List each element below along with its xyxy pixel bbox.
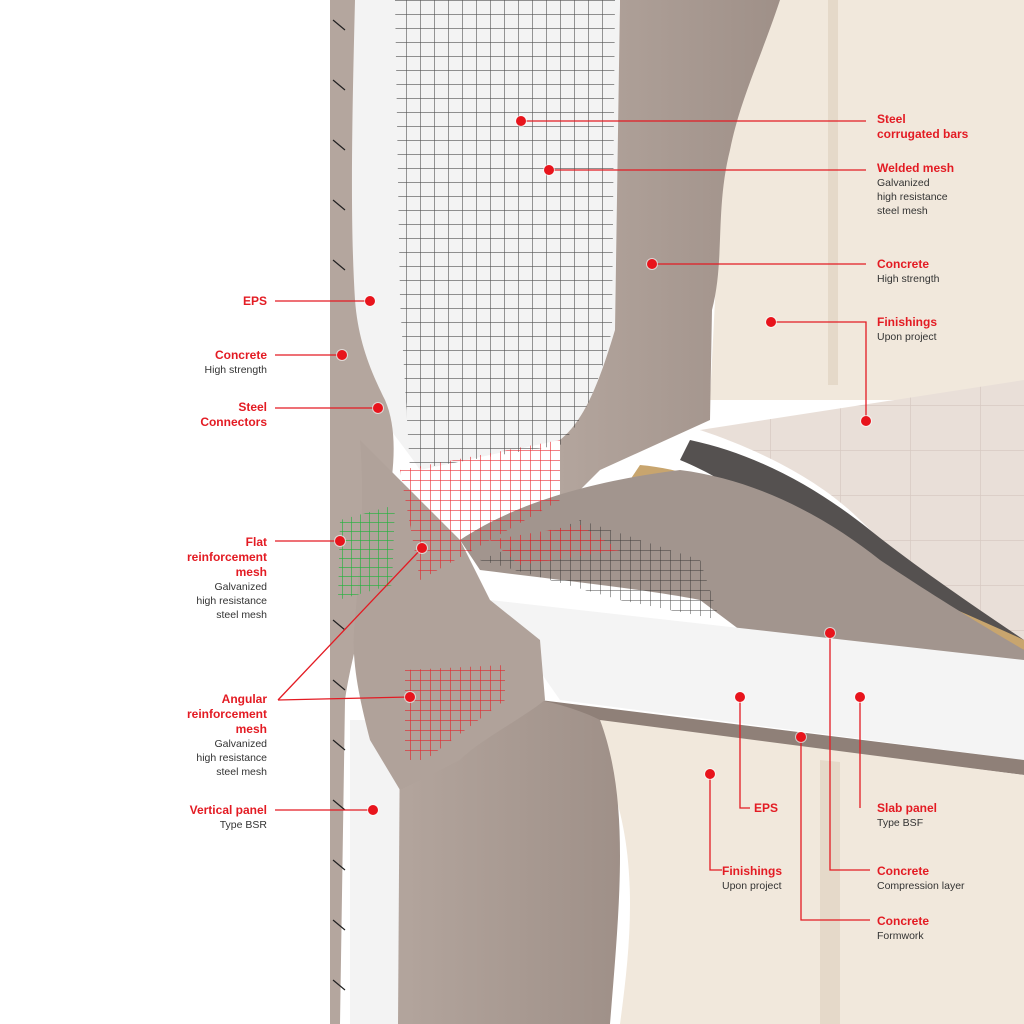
wall-finish-lower-stripe — [820, 760, 840, 1024]
label-flat-mesh: Flat reinforcement mesh Galvanized high … — [186, 535, 267, 621]
marker-concrete-left — [337, 350, 347, 360]
wall-concrete-left — [330, 0, 394, 1024]
slab-concrete — [460, 470, 1024, 680]
marker-vertical-panel — [368, 805, 378, 815]
marker-concrete-formwork — [796, 732, 806, 742]
label-finishings-bottom: Finishings Upon project — [722, 864, 782, 892]
marker-steel-connectors — [373, 403, 383, 413]
label-concrete-compression: Concrete Compression layer — [877, 864, 965, 892]
wall-finish-lower — [600, 720, 1024, 1024]
floor-tiles — [700, 380, 1024, 640]
marker-flat-mesh — [335, 536, 345, 546]
label-angular-mesh: Angular reinforcement mesh Galvanized hi… — [186, 692, 267, 778]
label-eps-left: EPS — [242, 294, 267, 308]
marker-finishings-bottom — [705, 769, 715, 779]
marker-eps-bottom — [735, 692, 745, 702]
slab-eps — [490, 600, 1024, 760]
lower-wall-concrete — [395, 696, 620, 1024]
label-steel-bars: Steel corrugated bars — [877, 112, 969, 141]
edge-connectors — [332, 19, 346, 991]
wall-finish-upper — [710, 0, 1024, 400]
wall-mesh — [395, 0, 615, 470]
marker-finishings-top-b — [861, 416, 871, 426]
leader-lines — [275, 120, 870, 921]
label-concrete-left: Concrete High strength — [204, 348, 267, 376]
slab-formwork — [540, 700, 1024, 775]
label-concrete-formwork: Concrete Formwork — [877, 914, 930, 942]
marker-finishings-top-a — [766, 317, 776, 327]
junction-red-mesh-lower — [405, 665, 505, 760]
label-finishings-top: Finishings Upon project — [877, 315, 937, 343]
marker-angular-mesh-b — [405, 692, 415, 702]
marker-slab-panel — [855, 692, 865, 702]
flat-mesh-green — [338, 505, 395, 600]
marker-concrete-compression — [825, 628, 835, 638]
label-welded-mesh: Welded mesh Galvanized high resistance s… — [877, 161, 955, 217]
marker-angular-mesh-a — [417, 543, 427, 553]
label-vertical-panel: Vertical panel Type BSR — [189, 803, 267, 831]
label-steel-connectors: Steel Connectors — [200, 400, 267, 429]
marker-eps-left — [365, 296, 375, 306]
marker-concrete-top — [647, 259, 657, 269]
column-edge — [828, 0, 838, 385]
lower-wall-eps — [350, 720, 400, 1024]
marker-welded-mesh — [544, 165, 554, 175]
label-concrete-top: Concrete High strength — [877, 257, 940, 285]
marker-steel-bars — [516, 116, 526, 126]
slab-red-mesh — [490, 525, 620, 565]
label-eps-bottom: EPS — [754, 801, 779, 815]
label-slab-panel: Slab panel Type BSF — [877, 801, 938, 829]
wall-concrete-right — [560, 0, 780, 510]
junction-red-mesh-upper — [400, 440, 560, 580]
